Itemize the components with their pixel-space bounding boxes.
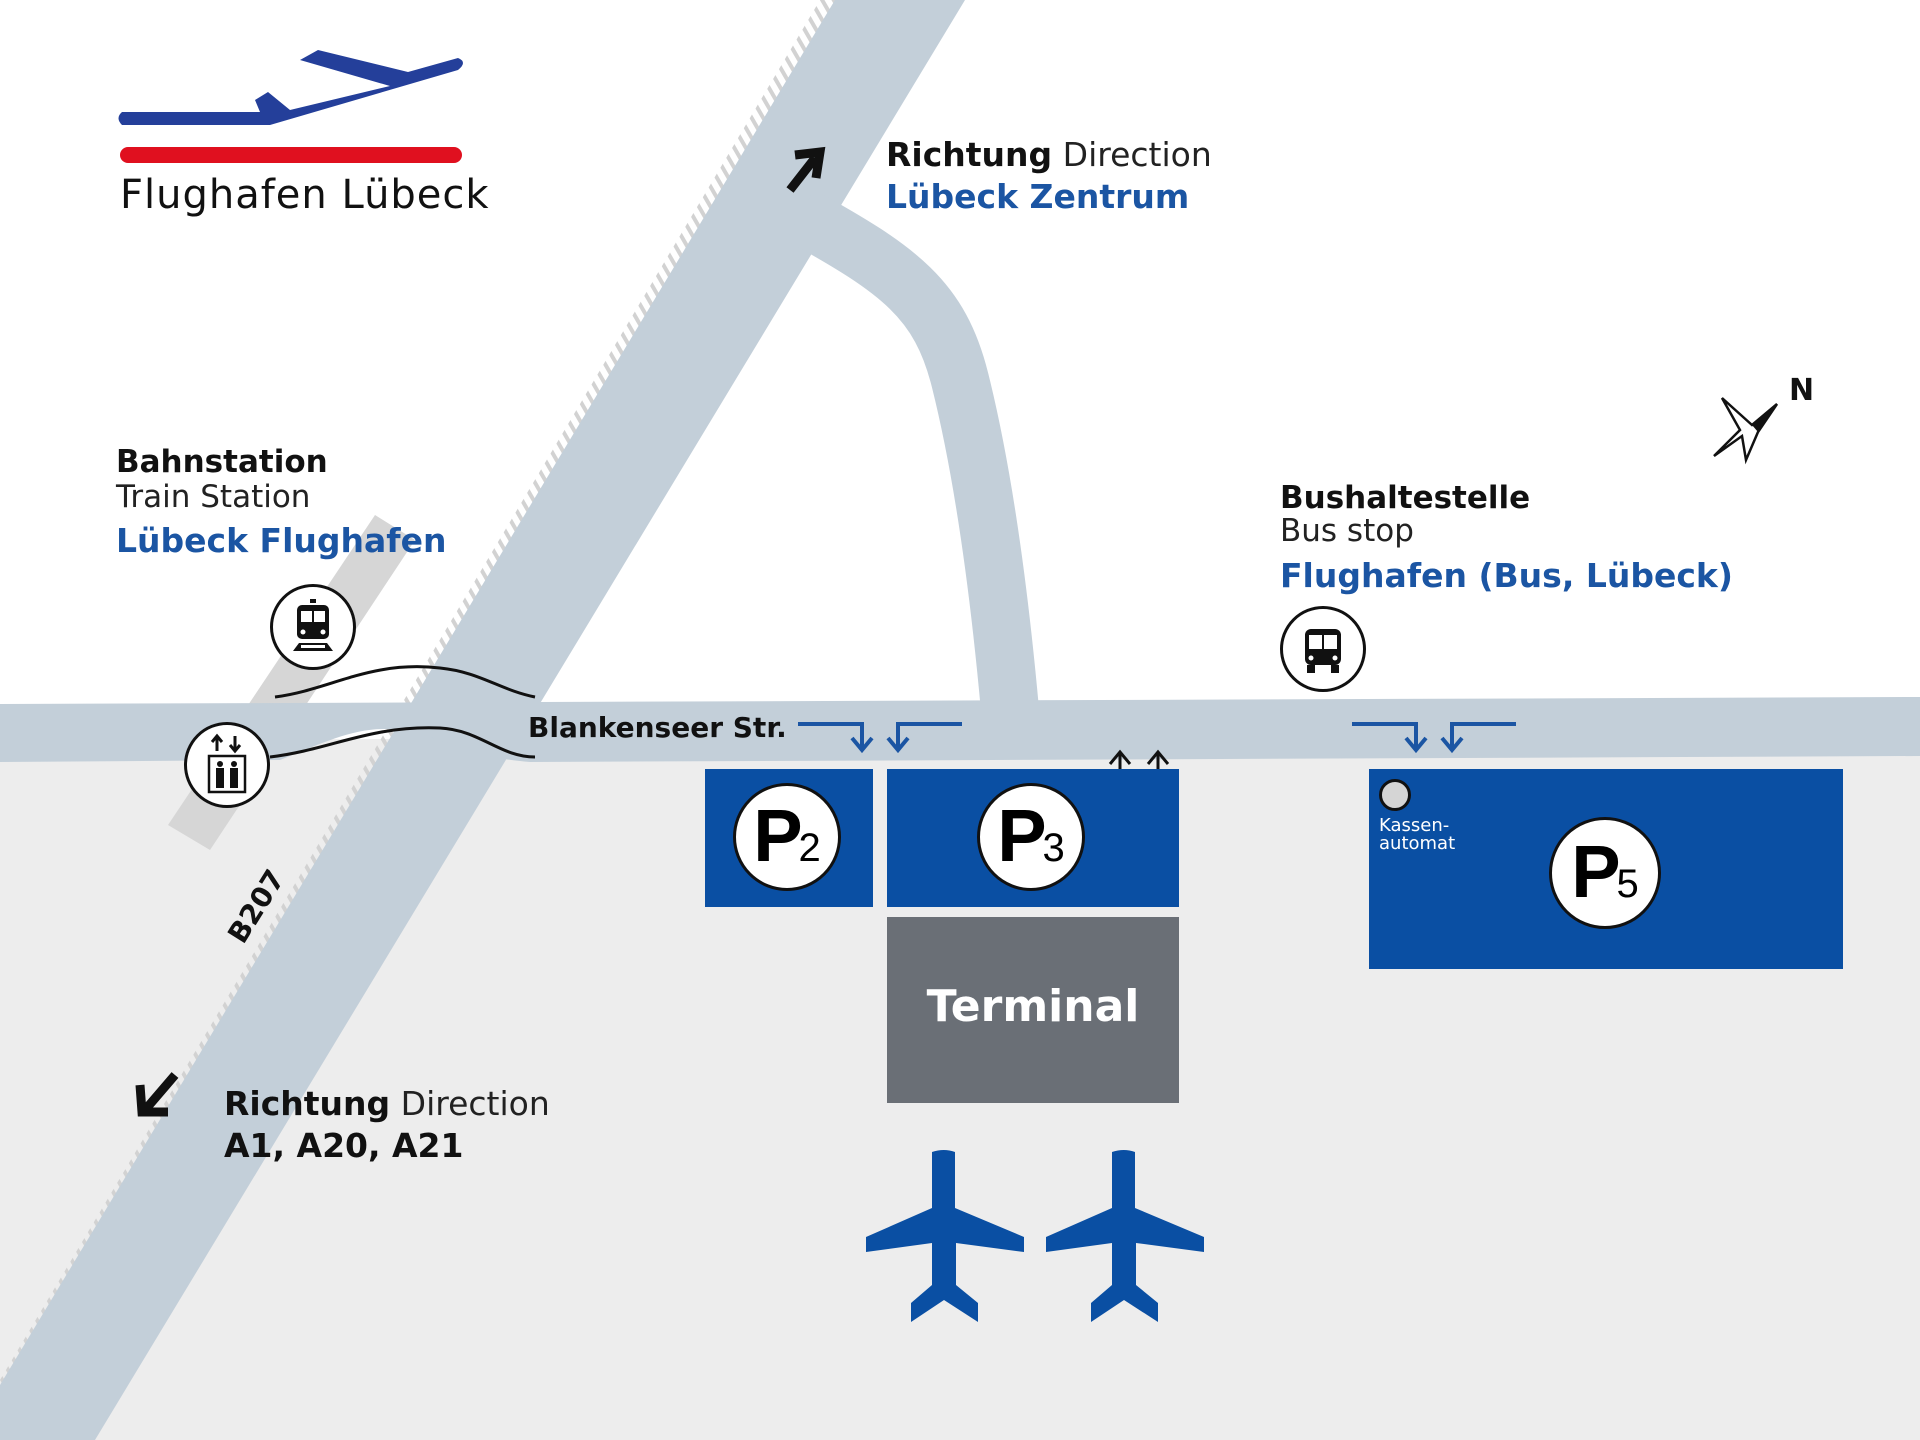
airplane-icon-2 xyxy=(1046,1150,1204,1322)
train-station-title-de: Bahnstation xyxy=(116,444,328,480)
parking-sign-p5: P5 xyxy=(1549,817,1661,929)
bus-icon xyxy=(1280,606,1366,692)
bus-stop-title-en: Bus stop xyxy=(1280,513,1414,549)
bridge-line-top xyxy=(274,665,536,699)
entry-arrow-p5a-icon xyxy=(1352,722,1428,754)
direction-north-destination: Lübeck Zentrum xyxy=(886,177,1190,216)
airplane-icon-1 xyxy=(866,1150,1024,1322)
elevator-icon xyxy=(184,722,270,808)
entry-arrow-p2-icon xyxy=(798,722,874,754)
logo-text: Flughafen Lübeck xyxy=(120,172,490,218)
parking-letter: P xyxy=(753,794,802,877)
terminal-building[interactable]: Terminal xyxy=(887,917,1179,1103)
logo-stripe xyxy=(120,147,462,163)
arrow-north-icon xyxy=(786,146,826,193)
pay-machine-label-line1: Kassen- xyxy=(1379,815,1450,836)
parking-number: 3 xyxy=(1042,826,1065,870)
bridge-line-bottom xyxy=(269,726,536,759)
train-station-title-en: Train Station xyxy=(116,479,311,515)
entry-arrow-p3-icon xyxy=(886,722,962,754)
street-name-blankenseer: Blankenseer Str. xyxy=(528,711,787,744)
branch-road xyxy=(786,189,1039,713)
parking-sign-p3: P3 xyxy=(977,783,1085,891)
bus-stop-name: Flughafen (Bus, Lübeck) xyxy=(1280,556,1733,595)
direction-south-destination: A1, A20, A21 xyxy=(224,1126,464,1165)
pay-machine-icon xyxy=(1379,779,1411,811)
direction-south-label-de: Richtung xyxy=(224,1084,391,1123)
bus-stop-title-de: Bushaltestelle xyxy=(1280,480,1531,516)
compass-star-icon xyxy=(1713,397,1779,465)
parking-number: 5 xyxy=(1616,862,1639,906)
blankenseer-street xyxy=(0,697,1920,762)
logo-plane-icon xyxy=(118,50,463,125)
parking-letter: P xyxy=(1571,830,1620,913)
train-icon xyxy=(270,584,356,670)
direction-north-label-de: Richtung xyxy=(886,135,1053,174)
compass-needle-icon xyxy=(1752,404,1777,432)
direction-south-label-en: Direction xyxy=(400,1084,550,1123)
parking-p3[interactable]: P3 xyxy=(887,769,1179,907)
direction-south: Richtung Direction xyxy=(224,1085,550,1123)
pay-machine-label: Kassen- automat xyxy=(1379,817,1455,853)
parking-p5[interactable]: Kassen- automat P5 xyxy=(1369,769,1843,969)
parking-p2[interactable]: P2 xyxy=(705,769,873,907)
terminal-label: Terminal xyxy=(926,981,1140,1032)
parking-number: 2 xyxy=(798,826,821,870)
pay-machine-label-line2: automat xyxy=(1379,833,1456,854)
direction-north-label-en: Direction xyxy=(1062,135,1212,174)
direction-north: Richtung Direction xyxy=(886,136,1212,174)
compass-label: N xyxy=(1789,373,1815,408)
parking-sign-p2: P2 xyxy=(733,783,841,891)
parking-letter: P xyxy=(997,794,1046,877)
arrow-south-icon xyxy=(135,1072,179,1117)
entry-arrow-p5b-icon xyxy=(1440,722,1516,754)
train-station-name: Lübeck Flughafen xyxy=(116,521,447,560)
